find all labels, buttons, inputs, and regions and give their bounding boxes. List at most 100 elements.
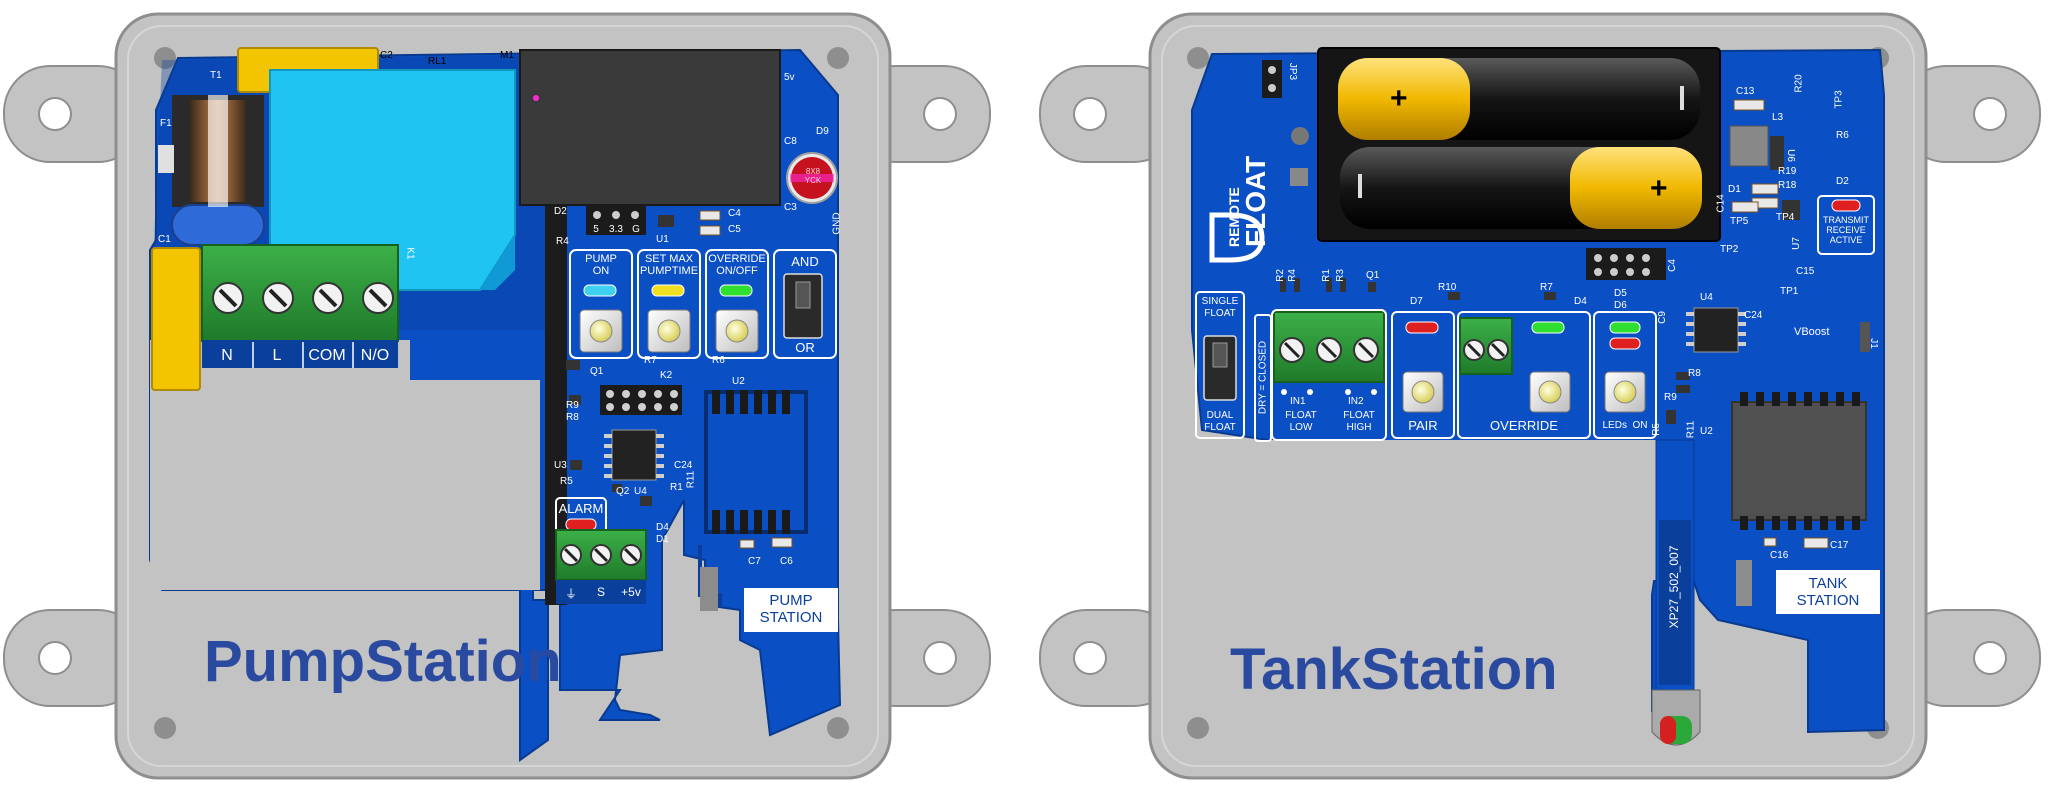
- ic-u4-pump: [611, 429, 657, 481]
- ref-u2t: U2: [1700, 426, 1713, 437]
- ref-d6t: D6: [1614, 300, 1627, 311]
- voltage-5: 5: [593, 224, 599, 235]
- terminal-label-n: N: [221, 347, 233, 364]
- tank-station-label-line2: STATION: [1796, 592, 1860, 609]
- mains-terminal-block: [201, 244, 399, 368]
- single-dual-float-switch[interactable]: [1203, 335, 1237, 401]
- tank-station-label-box: [1776, 570, 1880, 614]
- pump-switch-frame: [773, 249, 837, 359]
- alarm-led: [565, 518, 597, 531]
- pump-on-led: [583, 284, 617, 297]
- pump-station-label-box: [744, 588, 838, 632]
- ref-c4: C4: [728, 208, 741, 219]
- c3-marking-2: YCK: [804, 176, 822, 185]
- svg-text:+: +: [1650, 172, 1668, 205]
- pair-frame: [1391, 311, 1455, 439]
- ref-gnd: GND: [831, 212, 843, 235]
- single-dual-float-frame: [1195, 291, 1245, 439]
- ref-r7: R7: [644, 355, 657, 366]
- ref-c17: C17: [1830, 540, 1849, 551]
- pump-station-label-line1: PUMP: [769, 592, 813, 609]
- status-active: ACTIVE: [1829, 235, 1863, 245]
- ref-c1: C1: [158, 234, 171, 245]
- status-transmit: TRANSMIT: [1823, 215, 1869, 225]
- ref-k2: K2: [660, 370, 673, 381]
- set-max-pumptime-button[interactable]: [647, 309, 691, 353]
- ref-r1: R1: [670, 482, 683, 493]
- jumper-jp3: [1262, 60, 1282, 98]
- pump-button-frame: [569, 249, 633, 359]
- dry-closed-label: DRY = CLOSED: [1257, 340, 1269, 415]
- ref-u4: U4: [634, 486, 647, 497]
- alarm-terminal-5v: +5v: [621, 585, 641, 599]
- ref-r5t: R5: [1650, 423, 1662, 436]
- ref-r6t: R6: [1836, 130, 1849, 141]
- remote-float-logo[interactable]: [1209, 212, 1265, 263]
- mount-hole: [1973, 97, 2007, 131]
- leds-on-button[interactable]: [1604, 371, 1646, 413]
- ref-c8: C8: [784, 136, 797, 147]
- alarm-terminal-block: [555, 529, 647, 604]
- ref-c14: C14: [1715, 194, 1727, 213]
- remote-float-logo-text: REMOTE FLOAT: [1223, 97, 1271, 247]
- dual-float-line2: FLOAT: [1204, 422, 1236, 433]
- ref-tp4: TP4: [1776, 212, 1795, 223]
- pump-station-label-line2: STATION: [759, 609, 823, 626]
- ref-c24t: C24: [1744, 310, 1763, 321]
- and-or-switch[interactable]: [783, 273, 823, 339]
- ref-r6: R6: [712, 355, 725, 366]
- ref-r1t: R1: [1320, 269, 1332, 282]
- ref-q1t: Q1: [1366, 270, 1380, 281]
- voltage-g: G: [632, 224, 640, 235]
- set-max-label-2: PUMPTIME: [639, 265, 699, 277]
- ref-q1: Q1: [590, 366, 604, 377]
- set-max-led: [651, 284, 685, 297]
- ref-d4: D4: [656, 522, 669, 533]
- ref-u3: U3: [554, 460, 567, 471]
- ref-d4t: D4: [1574, 296, 1587, 307]
- ref-tp3: TP3: [1833, 90, 1845, 109]
- ref-r5: R5: [560, 476, 573, 487]
- single-float-line1: SINGLE: [1201, 296, 1239, 307]
- ref-m1: M1: [500, 50, 514, 61]
- ref-r9: R9: [566, 400, 579, 411]
- float-high-line2: HIGH: [1346, 422, 1372, 433]
- float-low-line1: FLOAT: [1285, 410, 1317, 421]
- tank-station-label: TANK STATION: [1776, 575, 1880, 609]
- pair-button[interactable]: [1402, 371, 1444, 413]
- alarm-label: ALARM: [558, 501, 604, 516]
- ref-d1: D1: [656, 534, 669, 545]
- ic-u4-tank: [1693, 307, 1739, 353]
- voltage-selector: [586, 205, 646, 235]
- ref-c13: C13: [1736, 86, 1755, 97]
- pump-station-label: PUMP STATION: [744, 592, 838, 626]
- mains-terminal-labels: N L COM N/O: [202, 347, 398, 365]
- override-label-1: OVERRIDE: [708, 253, 766, 265]
- input-in2-label: IN2: [1348, 396, 1364, 407]
- ref-c3: C3: [784, 202, 797, 213]
- pump-on-button[interactable]: [579, 309, 623, 353]
- mount-hole: [923, 641, 957, 675]
- pump-button-frame: [705, 249, 769, 359]
- tank-station-label-line1: TANK: [1808, 575, 1848, 592]
- ref-r7t: R7: [1540, 282, 1553, 293]
- alarm-terminal-labels: ⏚ S +5v: [556, 585, 646, 601]
- set-max-label-1: SET MAX: [644, 253, 694, 265]
- ref-tp2: TP2: [1720, 244, 1739, 255]
- terminal-label-l: L: [272, 347, 282, 364]
- ref-u4t: U4: [1700, 292, 1713, 303]
- tank-override-button[interactable]: [1529, 371, 1571, 413]
- header-k2: [600, 385, 682, 415]
- override-button[interactable]: [715, 309, 759, 353]
- transformer-t1: [158, 95, 265, 246]
- switch-and-label: AND: [791, 254, 819, 269]
- mount-hole: [1073, 97, 1107, 131]
- voltage-3-3: 3.3: [609, 224, 623, 235]
- ref-r18: R18: [1778, 180, 1797, 191]
